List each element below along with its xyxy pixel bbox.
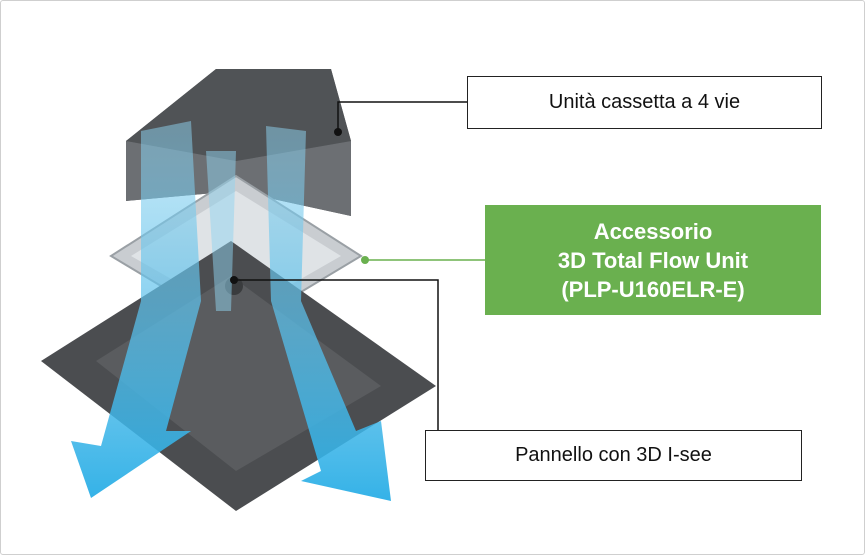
accessory-label: Accessorio 3D Total Flow Unit (PLP-U160E… (485, 205, 821, 315)
accessory-leader-dot (361, 256, 369, 264)
airflow-arrow-left (71, 121, 201, 498)
airflow-arrow-center (206, 151, 236, 311)
panel-leader-dot (230, 276, 238, 284)
panel-label: Pannello con 3D I-see (425, 430, 802, 481)
panel-label-text: Pannello con 3D I-see (515, 444, 712, 466)
accessory-label-title: Accessorio (593, 218, 713, 244)
airflow-arrow-right (266, 126, 391, 501)
accessory-label-model: (PLP-U160ELR-E) (561, 276, 745, 302)
airflow-arrows (71, 121, 391, 501)
unit-label: Unità cassetta a 4 vie (467, 76, 822, 129)
panel-leader-line (234, 279, 439, 430)
unit-label-text: Unità cassetta a 4 vie (548, 91, 741, 113)
unit-leader-line (337, 101, 467, 132)
accessory-label-name: 3D Total Flow Unit (557, 247, 749, 273)
unit-leader-dot (334, 128, 342, 136)
